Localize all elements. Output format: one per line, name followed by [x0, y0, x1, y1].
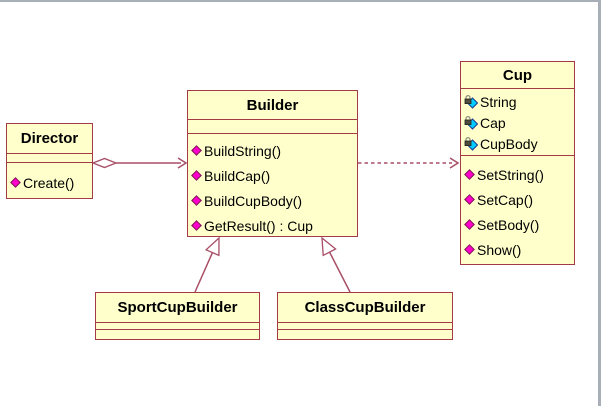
method-label: Create()	[23, 174, 75, 191]
method-label: BuildCap()	[204, 167, 271, 184]
method-row: BuildString()	[188, 138, 357, 163]
class-box-cup[interactable]: Cup String Cap	[460, 61, 575, 265]
generalization-triangle-sport[interactable]	[204, 236, 220, 257]
method-row: SetString()	[461, 162, 574, 187]
window-edge-top	[0, 0, 601, 2]
class-title: Director	[7, 124, 92, 154]
methods-compartment: BuildString() BuildCap() BuildCupBody() …	[188, 134, 357, 238]
method-label: GetResult() : Cup	[204, 217, 313, 234]
method-label: BuildCupBody()	[204, 192, 303, 209]
attributes-compartment	[188, 120, 357, 134]
generalization-triangle-class[interactable]	[321, 236, 337, 257]
attributes-compartment: String Cap CupBody	[461, 89, 574, 156]
attribute-label: CupBody	[480, 135, 538, 152]
dependency-arrowhead[interactable]	[449, 157, 460, 169]
aggregation-arrowhead[interactable]	[177, 157, 188, 169]
attribute-row: CupBody	[461, 133, 574, 154]
method-label: BuildString()	[204, 142, 282, 159]
method-row: SetBody()	[461, 212, 574, 237]
attribute-row: Cap	[461, 112, 574, 133]
method-label: SetString()	[477, 166, 544, 183]
class-box-sportcupbuilder[interactable]: SportCupBuilder	[95, 292, 260, 340]
class-title: SportCupBuilder	[96, 293, 259, 323]
class-title: ClassCupBuilder	[278, 293, 452, 323]
attributes-compartment	[278, 323, 452, 330]
generalization-line-class[interactable]	[328, 251, 351, 293]
method-icon	[191, 220, 202, 231]
class-title: Cup	[461, 62, 574, 89]
method-row: GetResult() : Cup	[188, 213, 357, 238]
method-row: Create()	[7, 170, 92, 195]
window-edge-right	[598, 0, 601, 406]
method-label: Show()	[477, 241, 522, 258]
methods-compartment: Create()	[7, 163, 92, 195]
method-icon	[464, 244, 475, 255]
private-attribute-lock-icon	[464, 136, 478, 151]
method-row: Show()	[461, 237, 574, 262]
method-row: BuildCupBody()	[188, 188, 357, 213]
class-box-classcupbuilder[interactable]: ClassCupBuilder	[277, 292, 453, 340]
private-attribute-lock-icon	[464, 94, 478, 109]
method-icon	[10, 177, 21, 188]
method-label: SetCap()	[477, 191, 534, 208]
method-icon	[464, 194, 475, 205]
attribute-row: String	[461, 91, 574, 112]
class-title: Builder	[188, 91, 357, 120]
methods-compartment: SetString() SetCap() SetBody() Show()	[461, 156, 574, 262]
method-icon	[191, 145, 202, 156]
method-label: SetBody()	[477, 216, 540, 233]
attributes-compartment	[96, 323, 259, 330]
class-box-director[interactable]: Director Create()	[6, 123, 93, 199]
aggregation-diamond[interactable]	[91, 157, 118, 169]
attribute-label: Cap	[480, 114, 506, 131]
attributes-compartment	[7, 154, 92, 163]
method-icon	[191, 195, 202, 206]
method-row: BuildCap()	[188, 163, 357, 188]
private-attribute-lock-icon	[464, 115, 478, 130]
attribute-label: String	[480, 93, 517, 110]
class-box-builder[interactable]: Builder BuildString() BuildCap() BuildCu…	[187, 90, 358, 237]
method-row: SetCap()	[461, 187, 574, 212]
method-icon	[191, 170, 202, 181]
generalization-line-sport[interactable]	[194, 252, 214, 293]
method-icon	[464, 169, 475, 180]
method-icon	[464, 219, 475, 230]
